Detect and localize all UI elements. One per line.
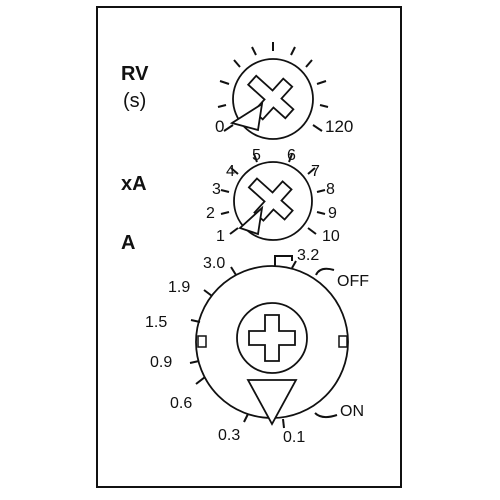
a-scale-label: 0.1 <box>283 429 305 446</box>
xa-scale-labels: 1 2 3 4 5 6 7 8 9 10 <box>206 147 340 245</box>
a-left-notch <box>197 335 207 348</box>
xa-scale-label: 2 <box>206 205 215 222</box>
rv-title: RV <box>121 63 149 85</box>
xa-section: xA 1 2 3 4 5 <box>121 147 340 245</box>
rv-dial[interactable] <box>217 42 329 140</box>
a-scale-label: 3.2 <box>297 247 319 264</box>
rv-min-label: 0 <box>215 117 224 136</box>
rv-tick-marks <box>217 42 329 132</box>
xa-scale-label: 9 <box>328 205 337 222</box>
a-section: A <box>121 232 369 446</box>
rv-dial-body <box>232 58 314 140</box>
a-title: A <box>121 232 135 254</box>
a-dial[interactable] <box>189 255 349 429</box>
xa-scale-label: 5 <box>252 147 261 164</box>
rv-unit: (s) <box>123 90 146 112</box>
xa-dial[interactable] <box>220 153 326 241</box>
a-scale-label: 1.9 <box>168 279 190 296</box>
a-scale-label: 0.6 <box>170 395 192 412</box>
a-scale-label: 3.0 <box>203 255 225 272</box>
xa-scale-label: 10 <box>322 228 340 245</box>
xa-title: xA <box>121 173 147 195</box>
xa-scale-label: 8 <box>326 181 335 198</box>
xa-pointer-triangle <box>238 205 264 236</box>
xa-scale-label: 4 <box>226 163 235 180</box>
on-label: ON <box>340 403 364 420</box>
rv-section: RV (s) 0 120 <box>121 42 353 140</box>
a-scale-labels: 0.1 0.3 0.6 0.9 1.5 1.9 3.0 3.2 <box>145 247 319 446</box>
xa-tick-marks <box>220 153 326 235</box>
a-scale-label: 0.3 <box>218 427 240 444</box>
a-knob-cross <box>248 314 296 362</box>
a-max-bracket <box>274 255 293 266</box>
off-label: OFF <box>337 273 369 290</box>
a-right-notch <box>338 335 348 348</box>
a-scale-label: 0.9 <box>150 354 172 371</box>
on-hook <box>314 412 338 419</box>
xa-scale-label: 3 <box>212 181 221 198</box>
panel-frame <box>96 6 402 488</box>
a-pointer-triangle <box>246 379 298 426</box>
off-hook <box>315 267 335 276</box>
xa-scale-label: 6 <box>287 147 296 164</box>
xa-scale-label: 7 <box>311 163 320 180</box>
rv-max-label: 120 <box>325 117 353 136</box>
rv-pointer-triangle <box>229 102 264 132</box>
xa-scale-label: 1 <box>216 228 225 245</box>
xa-dial-body <box>233 161 313 241</box>
a-tick-marks <box>189 260 297 429</box>
a-scale-label: 1.5 <box>145 314 167 331</box>
